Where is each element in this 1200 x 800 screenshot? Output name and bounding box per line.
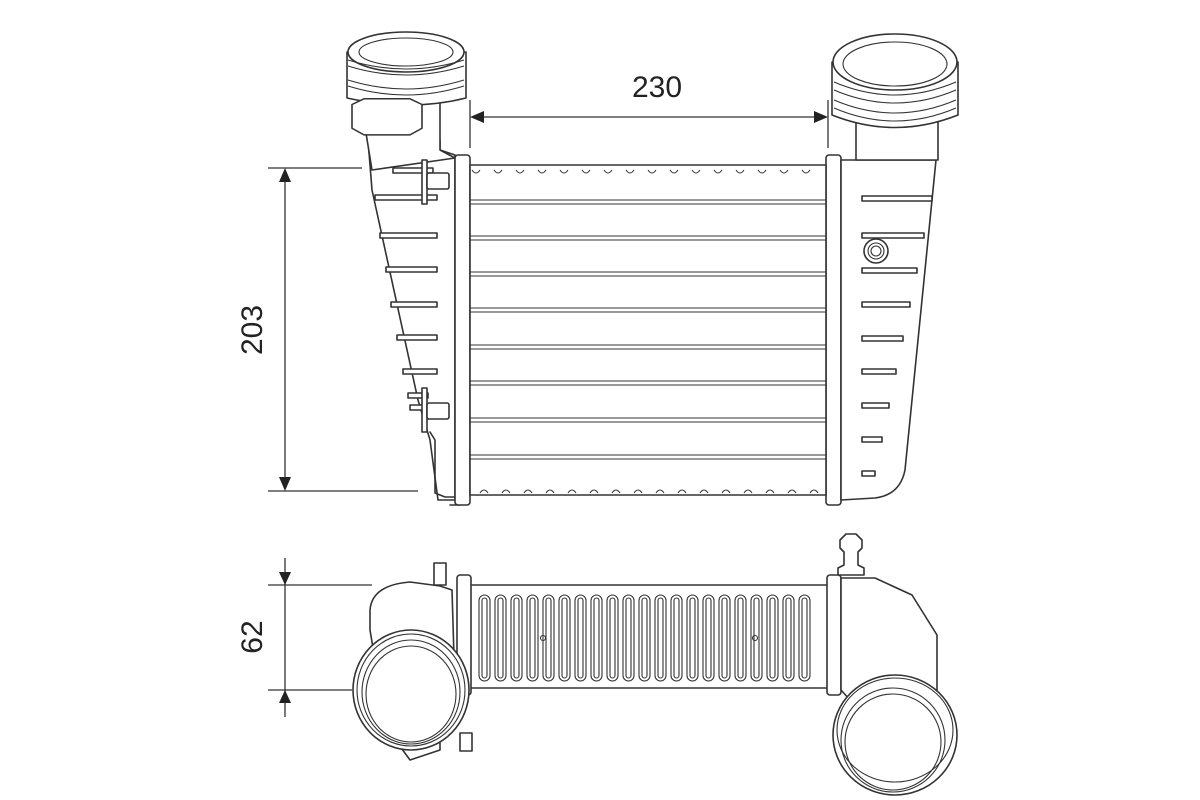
- core: [454, 154, 842, 506]
- top-view: [346, 31, 959, 506]
- side-core-slots: [478, 594, 811, 682]
- dimension-width: 230: [469, 71, 829, 148]
- dimension-depth-label: 62: [236, 620, 269, 653]
- right-inlet-pipe: [831, 33, 959, 129]
- hose-nipple-icon: [837, 533, 865, 576]
- side-right-pipe: [832, 533, 958, 796]
- dimension-height: 203: [236, 167, 418, 492]
- dimension-height-label: 203: [236, 305, 269, 355]
- right-tank: [840, 99, 939, 501]
- dimension-depth: 62: [236, 558, 372, 717]
- side-view: [352, 533, 958, 796]
- side-left-pipe: [352, 562, 473, 761]
- dimension-width-label: 230: [632, 71, 682, 104]
- left-inlet-pipe: [346, 31, 467, 136]
- left-tank: [359, 95, 461, 506]
- side-core: [469, 584, 829, 689]
